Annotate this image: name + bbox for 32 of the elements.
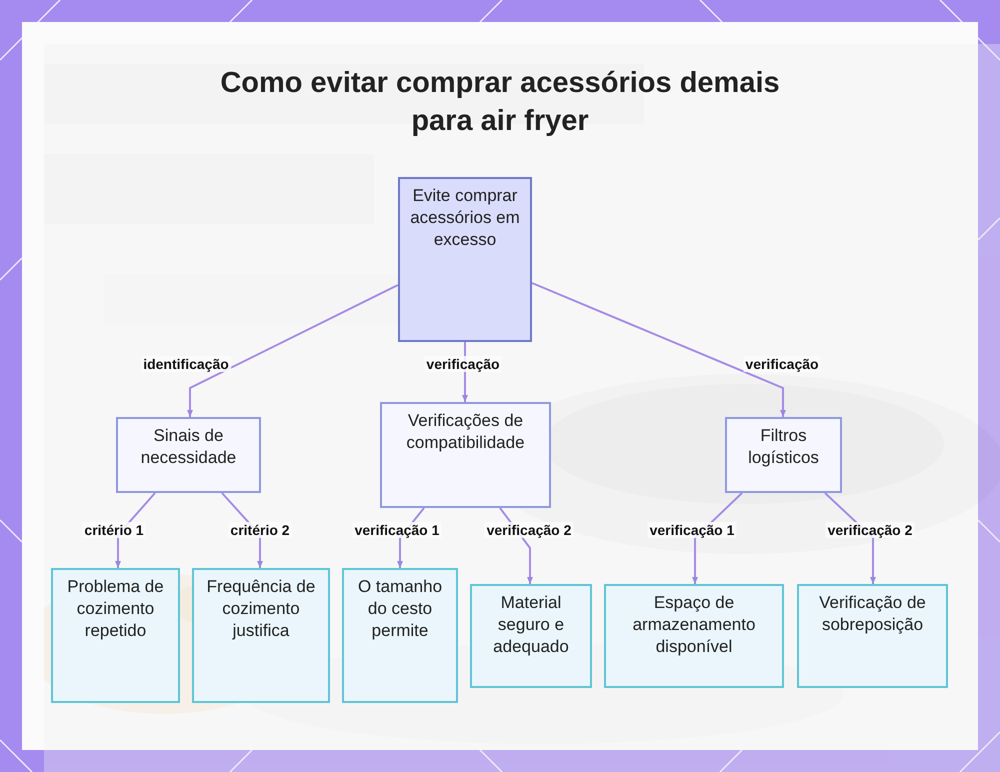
edge-label: verificação [743, 356, 821, 372]
connector-arrow [187, 284, 398, 417]
item-box [192, 568, 330, 703]
edge-label: critério 1 [82, 522, 146, 538]
node-text: Material seguro e adequado [492, 592, 570, 658]
node-text: Filtros logísticos [747, 425, 820, 469]
root-box [398, 177, 532, 342]
node-text: Problema de cozimento repetido [66, 576, 165, 642]
edge-label: verificação [424, 356, 502, 372]
node-text: Verificações de compatibilidade [405, 410, 526, 454]
node-text: Sinais de necessidade [140, 425, 238, 469]
item-box [797, 584, 948, 688]
node-text: Frequência de cozimento justifica [206, 576, 316, 642]
category-box [725, 417, 842, 493]
edge-label: verificação 2 [484, 522, 574, 538]
title: Como evitar comprar acessórios demais para air fryer [219, 66, 781, 139]
edge-label: verificação 1 [648, 522, 736, 538]
edge-label: critério 2 [228, 522, 292, 538]
item-box [604, 584, 784, 688]
connector-arrow [532, 282, 786, 417]
item-box [51, 568, 180, 703]
node-text: Espaço de armazenamento disponível [632, 592, 756, 658]
category-box [116, 417, 261, 493]
node-text: Evite comprar acessórios em excesso [409, 185, 521, 251]
edge-label: verificação 1 [352, 522, 442, 538]
node-text: O tamanho do cesto permite [356, 576, 444, 642]
edge-label: identificação [141, 356, 231, 372]
category-box [380, 402, 551, 508]
item-box [342, 568, 458, 703]
edge-label: verificação 2 [826, 522, 914, 538]
item-box [470, 584, 592, 688]
node-text: Verificação de sobreposição [818, 592, 927, 636]
